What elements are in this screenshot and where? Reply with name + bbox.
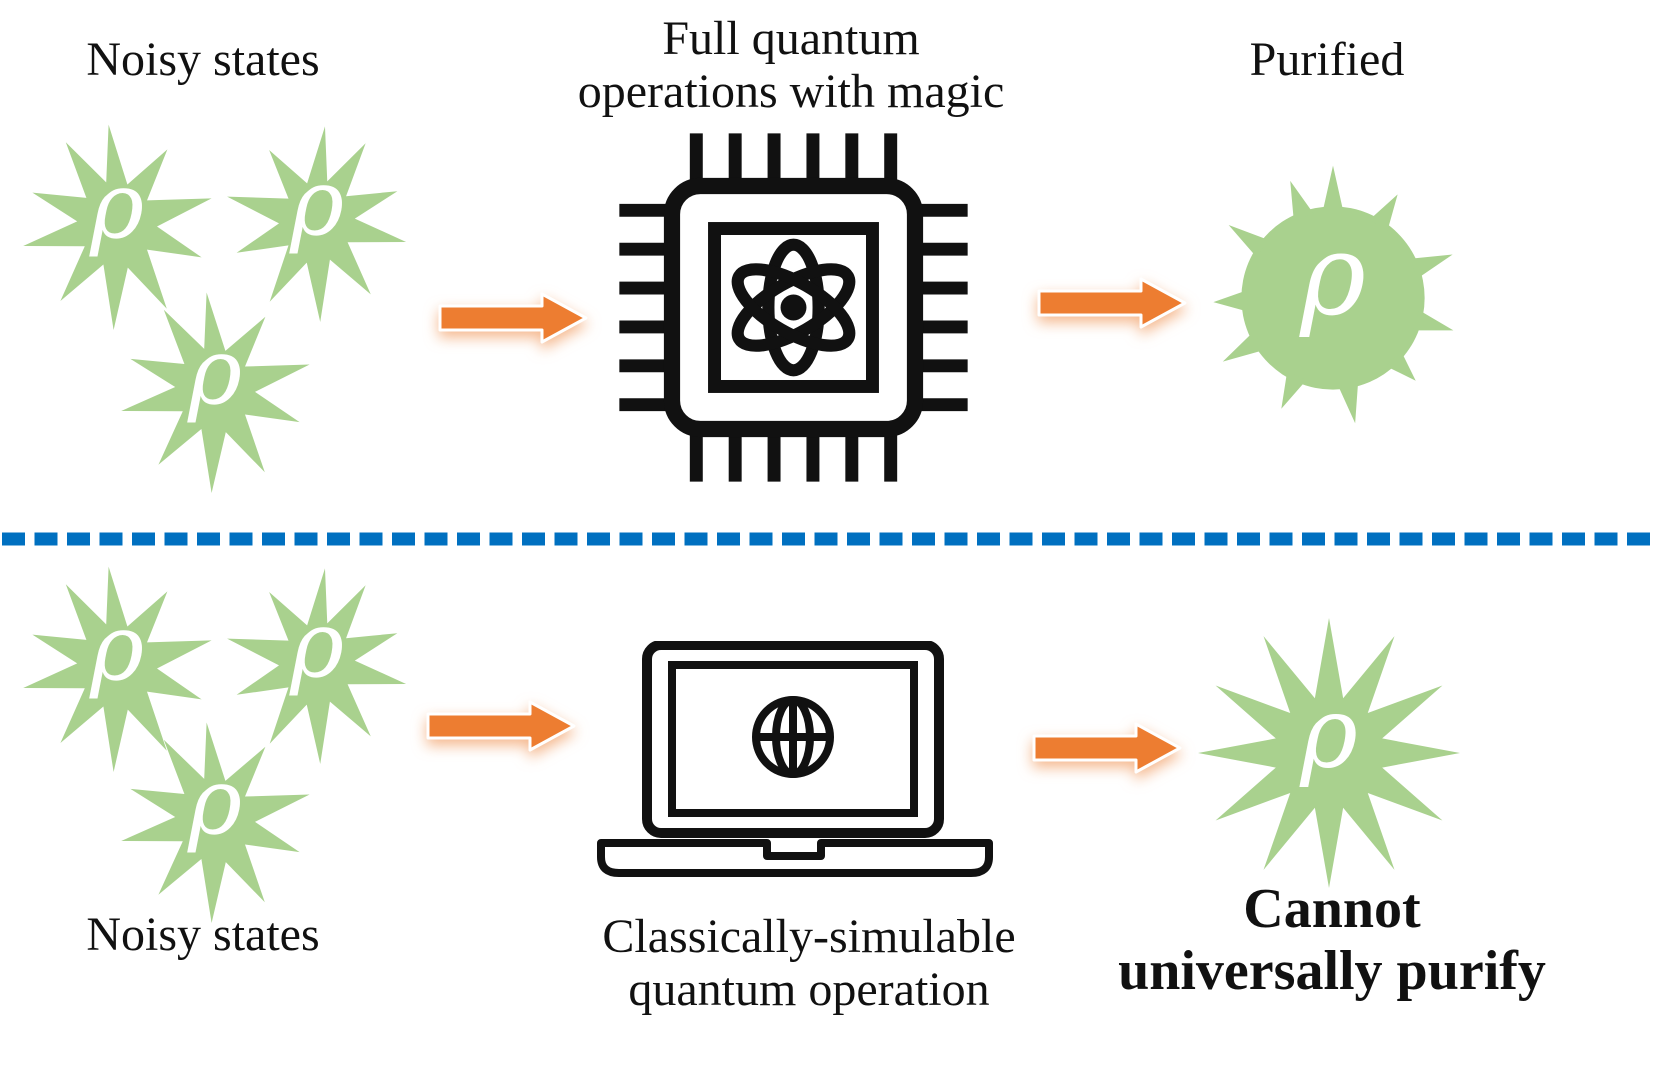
laptop-base — [597, 839, 993, 877]
section-divider-dashed-line — [2, 532, 1656, 546]
chip-inner-square — [708, 222, 879, 393]
noisy-state-star: ρ — [222, 564, 412, 764]
noisy-result-star: ρ — [1198, 618, 1460, 888]
cannot-purify-label-line2: universally purify — [1118, 940, 1546, 1002]
rho-symbol: ρ — [1300, 676, 1358, 791]
right-arrow-icon — [1037, 277, 1187, 329]
rho-symbol: ρ — [187, 318, 243, 426]
top-operation-label-line1: Full quantum — [662, 12, 920, 65]
laptop-icon — [597, 641, 993, 877]
purified-label: Purified — [1249, 33, 1405, 86]
top-operation-label-line2: operations with magic — [577, 65, 1005, 118]
rho-symbol: ρ — [289, 591, 345, 699]
noisy-state-star: ρ — [115, 288, 315, 493]
noisy-state-star: ρ — [17, 120, 217, 330]
right-arrow-icon — [426, 700, 576, 752]
right-arrow-icon — [438, 292, 588, 344]
globe-icon — [752, 696, 834, 778]
rho-symbol: ρ — [289, 149, 345, 257]
bottom-operation-label-line2: quantum operation — [628, 963, 990, 1016]
right-arrow-icon — [1032, 722, 1182, 774]
noisy-state-star: ρ — [115, 718, 315, 923]
rho-symbol: ρ — [89, 152, 145, 260]
top-operation-label: Full quantum operations with magic — [578, 12, 1005, 118]
noisy-state-star: ρ — [222, 122, 412, 322]
rho-symbol: ρ — [89, 594, 145, 702]
chip-pins — [619, 133, 968, 482]
quantum-chip-icon — [619, 133, 968, 482]
bottom-operation-label-line1: Classically-simulable — [602, 910, 1016, 963]
bottom-noisy-states-label: Noisy states — [86, 908, 320, 961]
rho-symbol: ρ — [187, 748, 243, 856]
cannot-purify-label: Cannot universally purify — [1118, 878, 1546, 1002]
noisy-state-star: ρ — [17, 562, 217, 772]
top-noisy-states-label: Noisy states — [86, 33, 320, 86]
bottom-operation-label: Classically-simulable quantum operation — [602, 910, 1015, 1016]
purified-state-blob: ρ — [1193, 158, 1473, 438]
cannot-purify-label-line1: Cannot — [1243, 878, 1421, 940]
atom-icon — [731, 238, 856, 377]
rho-symbol: ρ — [1300, 210, 1366, 341]
